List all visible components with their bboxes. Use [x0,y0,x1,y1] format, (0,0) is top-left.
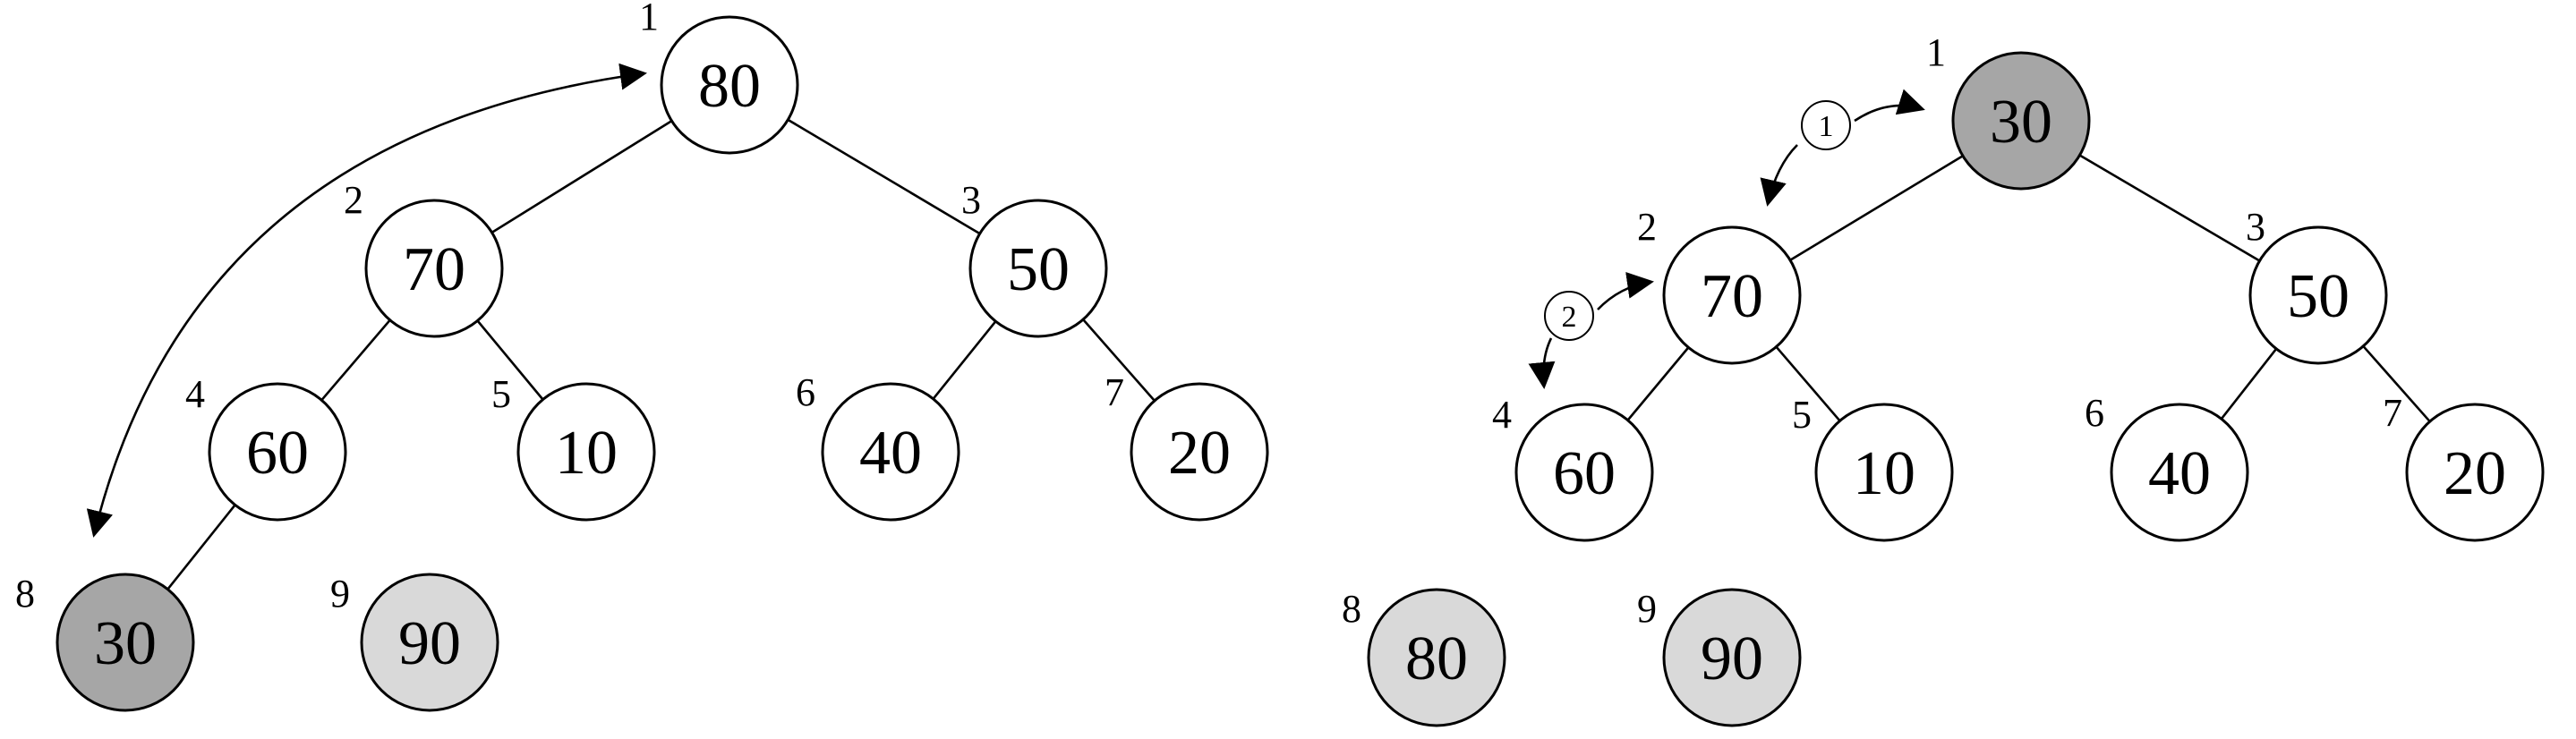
left-node-7: 20 7 [1105,370,1269,522]
node-index: 7 [2383,391,2402,435]
node-value: 20 [2444,439,2506,508]
right-heap-tree: 30 1 70 2 50 3 60 4 10 5 40 6 20 7 80 8 90 9 1 2 [1342,30,2545,727]
node-circle [55,573,195,712]
node-value: 50 [2287,262,2350,331]
left-node-5: 10 5 [491,372,656,522]
step-arrow-down [1760,144,1798,207]
node-value: 30 [1990,88,2052,157]
node-circle [1814,403,1954,542]
node-circle [360,573,499,712]
node-index: 2 [344,178,363,222]
left-edges [166,118,1156,590]
node-value: 70 [1701,262,1763,331]
node-circle [660,15,799,155]
step-arrow-up [1597,271,1654,310]
node-value: 50 [1007,235,1070,304]
node-circle [1662,225,1802,365]
left-edge-4-8 [166,504,236,590]
step-arrow-up [1854,89,1925,123]
left-edge-2-4 [320,319,391,402]
left-edge-1-2 [490,119,673,234]
node-circle [968,199,1108,338]
swap-arrow [86,63,647,538]
step-badge [1801,100,1851,150]
left-node-9: 90 9 [330,572,499,712]
right-edge-2-4 [1626,346,1690,421]
left-node-3: 50 3 [961,178,1108,338]
node-index: 9 [1637,587,1657,631]
node-value: 10 [555,419,618,488]
left-edge-1-3 [787,118,981,235]
node-value: 30 [94,609,157,678]
node-index: 3 [961,178,981,222]
left-node-2: 70 2 [344,178,504,338]
node-index: 2 [1637,205,1657,249]
step-badge [1544,291,1594,341]
node-value: 20 [1168,419,1231,488]
node-index: 5 [1792,393,1812,437]
right-node-8: 80 8 [1342,587,1506,727]
node-value: 80 [1405,624,1468,693]
right-node-7: 20 7 [2383,391,2545,542]
node-circle [2248,225,2388,365]
step-label: 1 [1819,110,1834,143]
node-circle [1662,588,1802,727]
right-edge-1-2 [1789,155,1964,261]
right-node-6: 40 6 [2085,391,2249,542]
node-circle [1514,403,1654,542]
node-value: 90 [1701,624,1763,693]
node-index: 6 [2085,391,2104,435]
step-arrow-down [1528,337,1556,389]
node-value: 60 [246,419,309,488]
node-index: 4 [1492,393,1512,437]
node-value: 90 [398,609,461,678]
node-index: 5 [491,372,511,416]
node-index: 6 [796,370,815,414]
left-node-6: 40 6 [796,370,960,522]
node-index: 1 [1926,30,1946,74]
node-index: 4 [185,372,205,416]
node-circle [1951,51,2091,191]
right-node-9: 90 9 [1637,587,1802,727]
node-value: 80 [698,52,761,121]
node-index: 3 [2246,205,2265,249]
step-1-annotation: 1 [1760,89,1925,207]
node-index: 1 [639,0,659,38]
node-circle [1130,382,1269,522]
node-index: 9 [330,572,350,616]
node-value: 40 [2148,439,2211,508]
node-index: 7 [1105,370,1124,414]
step-2-annotation: 2 [1528,271,1654,389]
right-edge-3-7 [2362,345,2431,422]
node-index: 8 [1342,587,1361,631]
left-node-4: 60 4 [185,372,347,522]
node-index: 8 [15,572,35,616]
left-heap-tree: 80 1 70 2 50 3 60 4 10 5 40 6 20 7 30 8 90 9 [15,0,1269,712]
left-edge-3-7 [1082,319,1156,402]
node-circle [2405,403,2545,542]
step-label: 2 [1562,301,1577,334]
right-edges [1626,154,2431,422]
node-circle [821,382,960,522]
right-edge-2-5 [1775,345,1841,422]
right-node-3: 50 3 [2246,205,2388,365]
left-node-1: 80 1 [639,0,799,155]
node-circle [2110,403,2249,542]
right-node-2: 70 2 [1637,205,1802,365]
right-node-5: 10 5 [1792,393,1954,542]
left-node-8: 30 8 [15,572,195,712]
right-edge-1-3 [2078,154,2261,262]
right-node-1: 30 1 [1926,30,2091,191]
node-circle [1367,588,1506,727]
right-node-4: 60 4 [1492,393,1654,542]
node-value: 60 [1553,439,1616,508]
right-edge-3-6 [2220,348,2278,420]
left-edge-3-6 [932,320,997,400]
node-value: 10 [1853,439,1915,508]
node-value: 40 [859,419,922,488]
node-value: 70 [403,235,465,304]
